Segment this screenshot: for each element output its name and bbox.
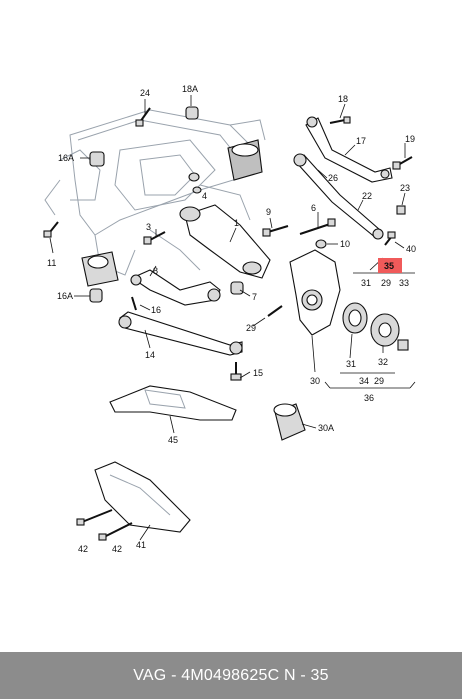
wheel-hub-32 — [370, 313, 400, 347]
arm-8 — [130, 269, 221, 306]
label-36: 36 — [364, 393, 374, 403]
label-30: 30 — [310, 376, 320, 386]
label-3: 3 — [146, 222, 151, 232]
label-23: 23 — [400, 183, 410, 193]
label-14: 14 — [145, 350, 155, 360]
label-16a-bottom: 16A — [57, 291, 73, 301]
label-30a: 30A — [318, 423, 334, 433]
label-18a: 18A — [182, 84, 198, 94]
mount-block — [227, 139, 263, 181]
label-22: 22 — [362, 191, 372, 201]
bracket-45 — [109, 385, 237, 421]
bolt-24 — [135, 107, 151, 127]
bolt-3 — [143, 231, 166, 245]
label-17: 17 — [356, 136, 366, 146]
label-42-b: 42 — [112, 544, 122, 554]
label-40: 40 — [406, 244, 416, 254]
bolts-42 — [76, 509, 133, 541]
label-45: 45 — [168, 435, 178, 445]
label-6: 6 — [311, 203, 316, 213]
bolt-16 — [131, 296, 137, 311]
parts-diagram: 24 18A 18 17 19 16A 26 4 23 22 6 9 1 3 1… — [43, 84, 416, 554]
bushing-7 — [230, 281, 244, 295]
washer-4 — [188, 172, 202, 194]
label-31-bottom: 31 — [346, 359, 356, 369]
bushing-30a — [273, 403, 306, 441]
label-16: 16 — [151, 305, 161, 315]
bolt-19 — [392, 156, 413, 170]
bolt-29 — [267, 305, 283, 317]
label-32: 32 — [378, 357, 388, 367]
underbody-shield-41 — [94, 461, 191, 533]
bushing-16a-top — [89, 151, 105, 167]
bolt-6 — [299, 218, 336, 235]
nut-10 — [315, 239, 327, 249]
bolt-9 — [262, 225, 289, 237]
wheel-bearing-31 — [342, 302, 368, 334]
bolt-40 — [384, 231, 396, 246]
bushing-18a — [185, 106, 199, 120]
label-18: 18 — [338, 94, 348, 104]
label-33: 33 — [399, 278, 409, 288]
label-41: 41 — [136, 540, 146, 550]
label-34: 34 — [359, 376, 369, 386]
label-15: 15 — [253, 368, 263, 378]
footer-text: VAG - 4M0498625C N - 35 — [133, 666, 329, 684]
label-1: 1 — [234, 218, 239, 228]
bushing-16a-bottom — [89, 288, 103, 303]
arm-14 — [118, 311, 243, 356]
bolt-15 — [230, 362, 242, 381]
bolt-23 — [396, 205, 406, 215]
label-9: 9 — [266, 207, 271, 217]
upper-arm-17 — [305, 116, 393, 183]
wheel-carrier-30 — [289, 249, 341, 336]
label-4: 4 — [202, 191, 207, 201]
arm-22 — [293, 153, 384, 240]
control-arm-1 — [179, 204, 271, 279]
label-10: 10 — [340, 239, 350, 249]
label-29-top: 29 — [381, 278, 391, 288]
bolt-11 — [43, 221, 59, 238]
highlight-35 — [378, 258, 402, 273]
part-number-footer: VAG - 4M0498625C N - 35 — [0, 652, 462, 699]
label-29-bottom: 29 — [374, 376, 384, 386]
subframe-mount-11 — [81, 251, 119, 287]
label-7: 7 — [252, 292, 257, 302]
label-35: 35 — [384, 261, 394, 271]
part-labels: 24 18A 18 17 19 16A 26 4 23 22 6 9 1 3 1… — [47, 84, 416, 554]
label-29-mid: 29 — [246, 323, 256, 333]
leader-lines — [49, 95, 406, 541]
label-8: 8 — [153, 266, 158, 276]
label-11: 11 — [47, 258, 56, 268]
label-19: 19 — [405, 134, 415, 144]
label-31-top: 31 — [361, 278, 371, 288]
label-24: 24 — [140, 88, 150, 98]
label-42-a: 42 — [78, 544, 88, 554]
nut-33 — [397, 339, 409, 351]
group-brackets — [324, 272, 416, 389]
label-16a-top: 16A — [58, 153, 74, 163]
label-26: 26 — [328, 173, 338, 183]
bolt-18 — [329, 116, 351, 124]
